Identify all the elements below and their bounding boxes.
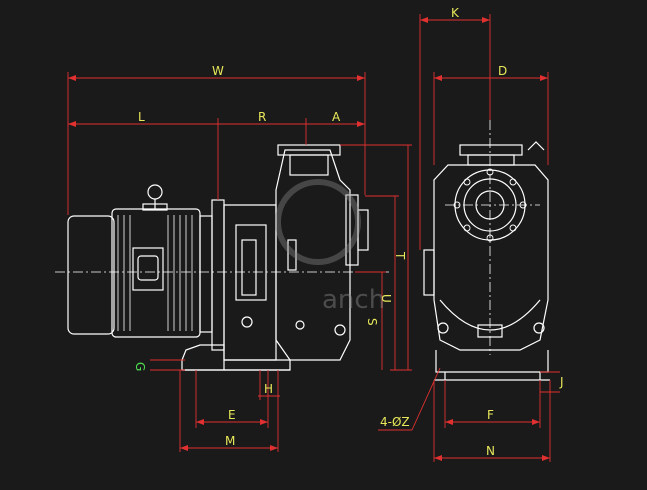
dim-label-k: K: [451, 6, 460, 20]
dim-label-s: S: [365, 318, 379, 326]
bearing-bracket: [223, 204, 277, 361]
dimension-labels: W L R A K D T U S G H E M F N J 4-ØZ: [133, 6, 564, 458]
base-support: [181, 344, 225, 371]
dimension-lines: [67, 14, 560, 462]
front-outlet-flange: [459, 144, 523, 156]
watermark-logo: anch: [275, 179, 385, 315]
dim-label-z: 4-ØZ: [380, 415, 410, 429]
dim-label-u: U: [379, 294, 393, 303]
dim-label-j: J: [559, 375, 564, 389]
terminal-box: [132, 247, 164, 291]
dim-label-f: F: [487, 408, 494, 422]
dimension-arrows: [68, 17, 550, 461]
dim-label-h: H: [264, 382, 273, 396]
dim-label-r: R: [258, 110, 266, 124]
motor-body: [111, 208, 201, 338]
front-view: [423, 120, 550, 381]
dim-label-d: D: [498, 64, 507, 78]
dim-label-g: G: [133, 362, 147, 371]
motor-fan-cover: [67, 215, 115, 335]
dim-label-m: M: [225, 434, 235, 448]
front-casing: [433, 164, 549, 351]
dim-label-n: N: [486, 444, 495, 458]
dim-label-e: E: [228, 408, 236, 422]
watermark-text: anch: [322, 285, 385, 315]
dim-label-a: A: [332, 110, 341, 124]
dim-label-w: W: [212, 64, 224, 78]
dim-label-l: L: [138, 110, 145, 124]
lifting-eye: [147, 184, 163, 200]
dim-label-t: T: [393, 251, 407, 260]
side-view: [55, 144, 390, 371]
